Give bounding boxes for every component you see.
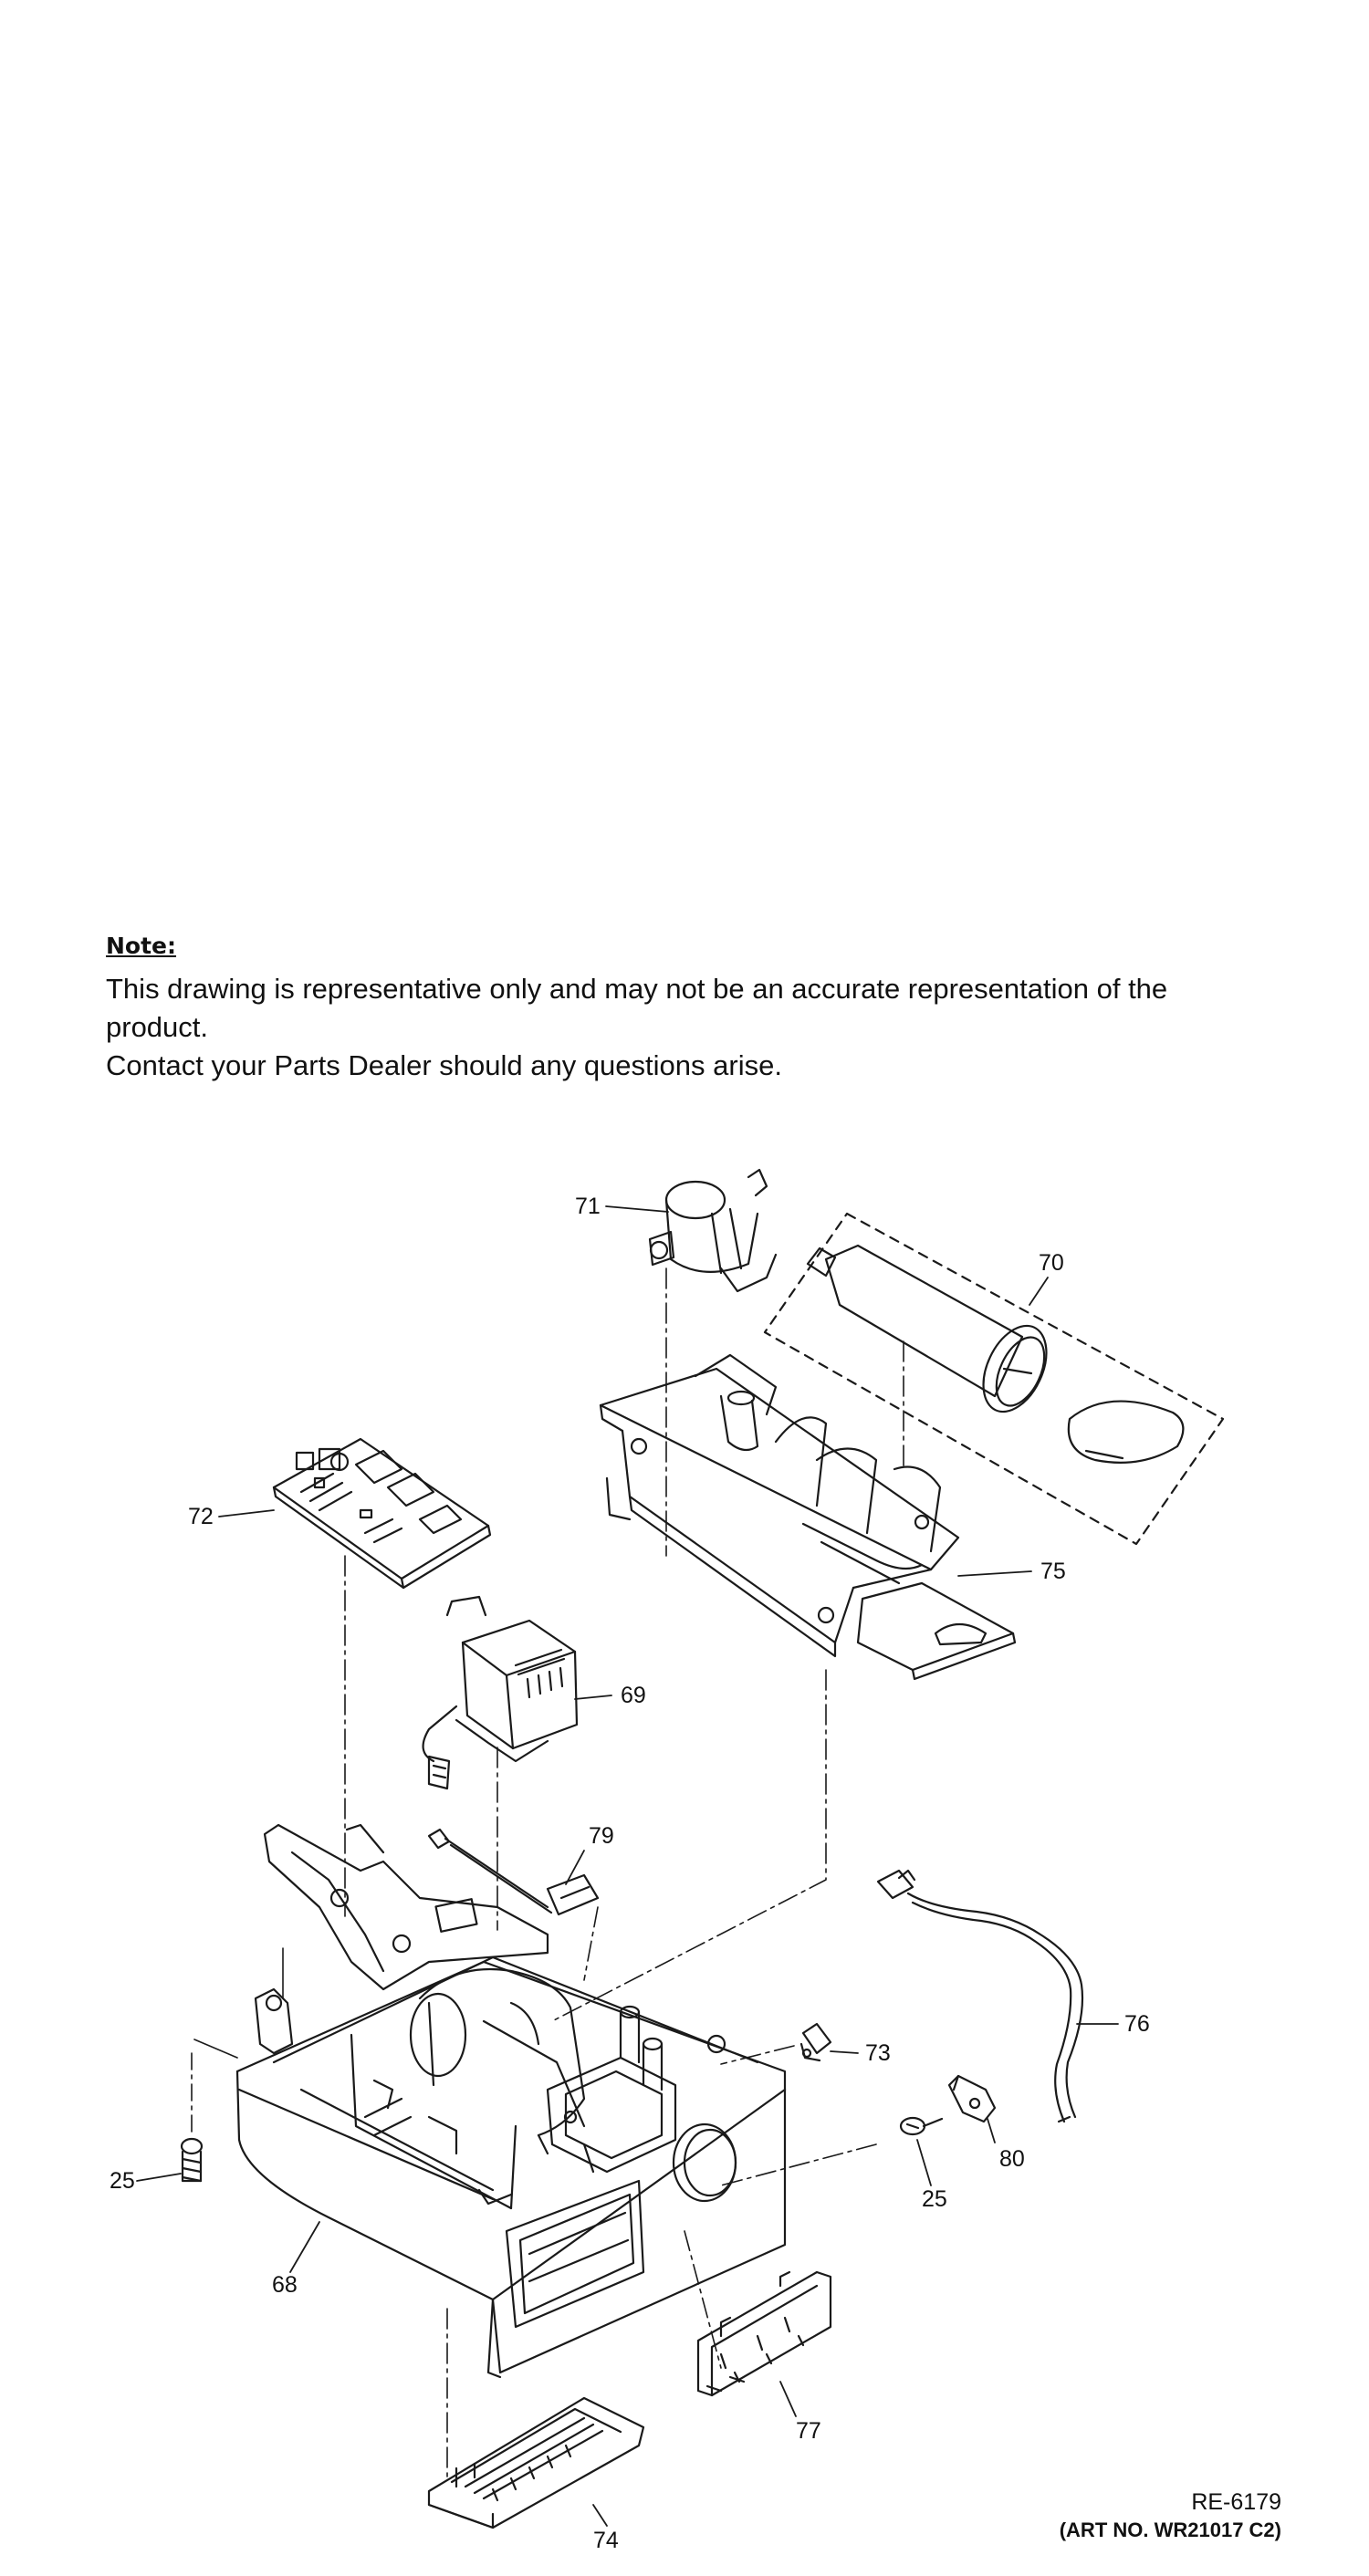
part-75-filter-housing <box>599 1353 1017 1681</box>
note-line-1: This drawing is representative only and … <box>106 973 1168 1005</box>
callout-25-left: 25 <box>110 2168 135 2194</box>
callout-79: 79 <box>589 1823 614 1849</box>
art-number: (ART NO. WR21017 C2) <box>1059 2519 1281 2541</box>
callout-75: 75 <box>1040 1559 1066 1584</box>
callout-76: 76 <box>1124 2011 1150 2037</box>
part-25-screw-right <box>899 2116 944 2136</box>
align-77 <box>684 2230 722 2369</box>
part-25-screw-left <box>180 2137 204 2183</box>
part-69-transformer <box>422 1595 579 1790</box>
note-heading: Note: <box>106 933 177 959</box>
callout-74: 74 <box>593 2528 619 2553</box>
callout-72: 72 <box>188 1504 214 1529</box>
note-line-3: Contact your Parts Dealer should any que… <box>106 1049 782 1081</box>
part-70-water-filter <box>763 1212 1225 1546</box>
part-80-bracket <box>947 2074 997 2123</box>
note-block: Note: This drawing is representative onl… <box>106 933 1292 1085</box>
align-79 <box>583 1906 599 1981</box>
callout-80: 80 <box>999 2146 1025 2172</box>
callout-leaders <box>136 1205 1119 2527</box>
exploded-parts-diagram: 71 70 72 75 69 79 76 73 25 25 80 68 77 7… <box>110 1168 1225 2553</box>
part-71-inlet-housing <box>648 1168 778 1293</box>
part-74-bottom-cover <box>427 2396 645 2529</box>
part-76-cable-harness <box>876 1869 1084 2123</box>
align-73 <box>720 2045 795 2065</box>
callout-68: 68 <box>272 2272 298 2298</box>
part-72-control-board <box>272 1437 492 1590</box>
callout-labels: 71 70 72 75 69 79 76 73 25 25 80 68 77 7… <box>110 1194 1150 2553</box>
callout-25-right: 25 <box>922 2186 947 2212</box>
callout-73: 73 <box>865 2040 891 2066</box>
left-screw-guides <box>191 1947 284 2136</box>
align-75 <box>551 1669 827 2022</box>
align-25 <box>720 2143 877 2186</box>
part-73-clip <box>799 2022 832 2062</box>
alignment-lines <box>344 1267 904 2478</box>
part-68-dispenser-base <box>235 1823 787 2379</box>
note-line-2: product. <box>106 1011 209 1043</box>
callout-77: 77 <box>796 2418 821 2444</box>
callout-71: 71 <box>575 1194 601 1219</box>
part-77-cover-plate <box>696 2270 832 2397</box>
callout-70: 70 <box>1039 1250 1064 1276</box>
callout-69: 69 <box>621 1683 646 1708</box>
part-79-sensor-harness <box>427 1828 600 1916</box>
reference-code: RE-6179 <box>1191 2489 1281 2515</box>
